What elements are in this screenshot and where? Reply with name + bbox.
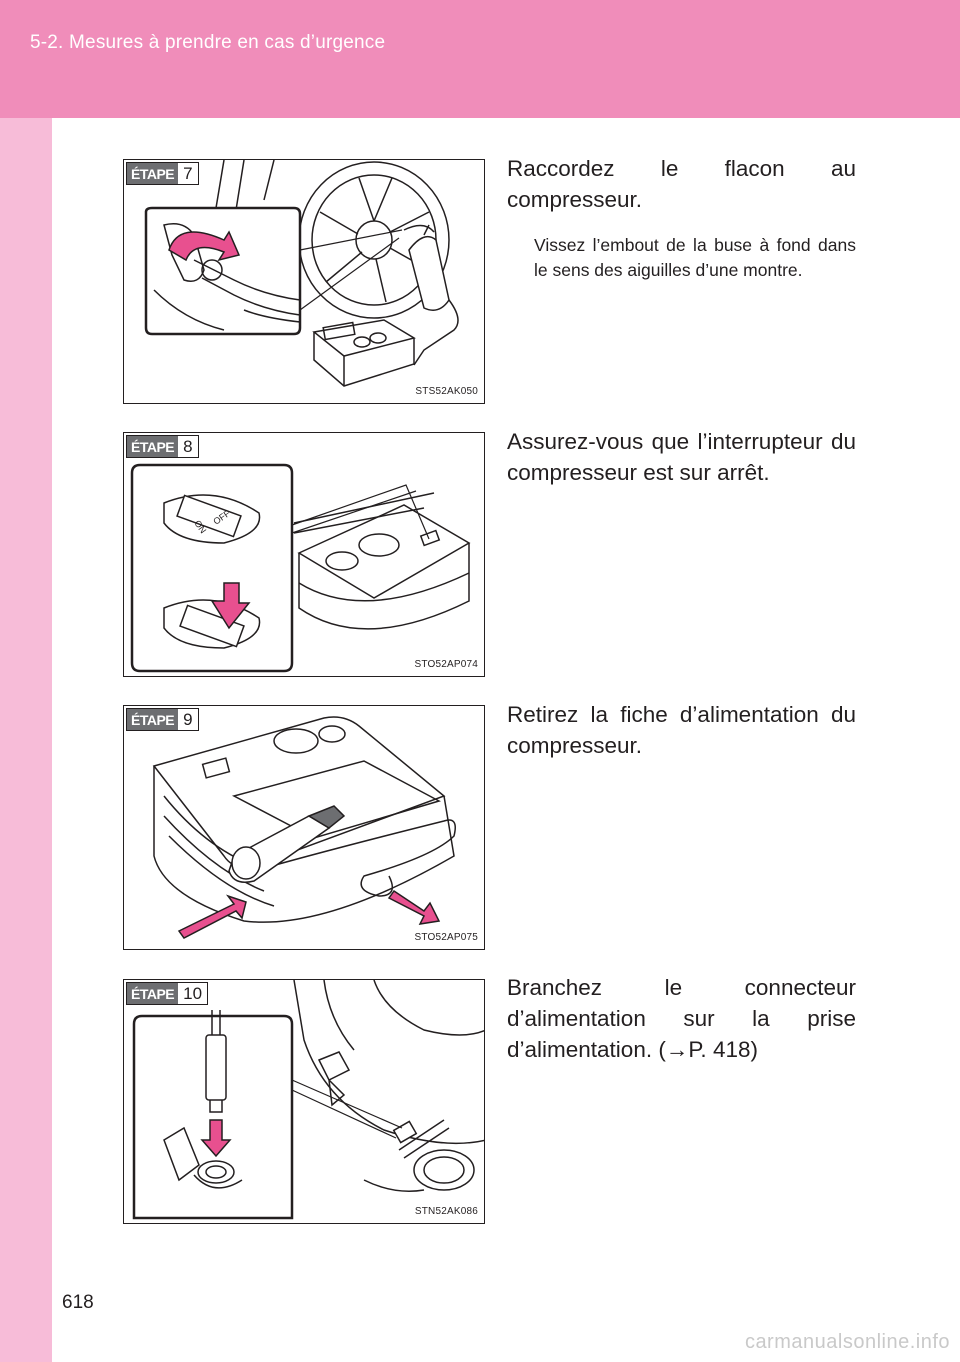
step-7-note: Vissez l’embout de la buse à fond dans l… <box>534 235 856 280</box>
step-instruction: Branchez le connecteur d’alimentation su… <box>507 975 856 1062</box>
step-number: 9 <box>178 709 198 730</box>
watermark: carmanualsonline.info <box>744 1331 950 1353</box>
illustration-compressor-switch: ON OFF <box>130 463 471 673</box>
step-10-text: Branchez le connecteur d’alimentation su… <box>507 972 856 1065</box>
step-label: ÉTAPE <box>127 436 179 457</box>
step-8-text: Assurez-vous que l’interrupteur du compr… <box>507 426 856 488</box>
step-label: ÉTAPE <box>127 983 179 1004</box>
figure-code: STN52AK086 <box>414 1206 478 1217</box>
step-label: ÉTAPE <box>127 163 179 184</box>
step-instruction: Retirez la fiche d’alimentation du compr… <box>507 702 856 758</box>
figure-code: STO52AP075 <box>414 932 478 943</box>
figure-step-9: ÉTAPE 9 STO52AP075 <box>123 705 485 950</box>
page-number: 618 <box>62 1292 94 1313</box>
side-strip <box>0 118 52 1362</box>
step-number: 8 <box>178 436 198 457</box>
illustration-bottle-compressor <box>144 160 459 387</box>
illustration-power-plug <box>152 716 456 939</box>
step-badge: ÉTAPE 8 <box>126 435 199 458</box>
illustration-power-outlet <box>132 980 484 1220</box>
step-badge: ÉTAPE 9 <box>126 708 199 731</box>
page-header: 5-2. Mesures à prendre en cas d’urgence <box>0 0 960 118</box>
step-instruction: Assurez-vous que l’interrupteur du compr… <box>507 429 856 485</box>
step-instruction: Raccordez le flacon au compresseur. <box>507 156 856 212</box>
step-7-text: Raccordez le flacon au compresseur. <box>507 153 856 215</box>
figure-code: STO52AP074 <box>414 659 478 670</box>
step-badge: ÉTAPE 10 <box>126 982 209 1005</box>
figure-step-10: ÉTAPE 10 STN52AK086 <box>123 979 485 1224</box>
figure-step-7: ÉTAPE 7 STS52AK050 <box>123 159 485 404</box>
section-title: 5-2. Mesures à prendre en cas d’urgence <box>30 32 386 53</box>
step-number: 10 <box>178 983 208 1004</box>
step-label: ÉTAPE <box>127 709 179 730</box>
step-9-text: Retirez la fiche d’alimentation du compr… <box>507 699 856 761</box>
step-badge: ÉTAPE 7 <box>126 162 199 185</box>
figure-step-8: ON OFF ÉTAPE 8 STO52AP074 <box>123 432 485 677</box>
step-number: 7 <box>178 163 198 184</box>
figure-code: STS52AK050 <box>415 386 478 397</box>
